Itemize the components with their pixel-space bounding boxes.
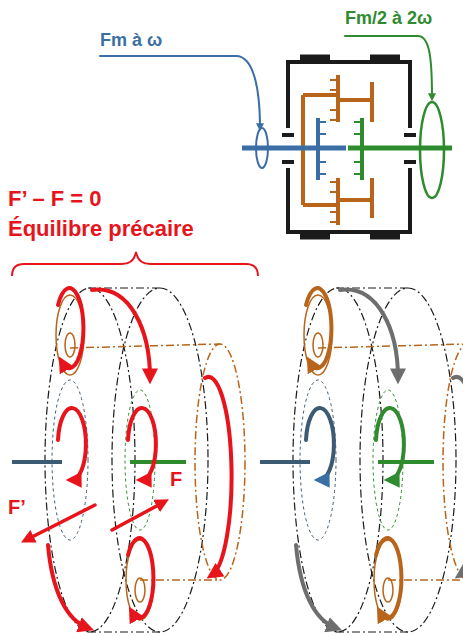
gear-tooth [354, 173, 362, 175]
planet-hub [313, 333, 323, 357]
equation-label: F’ – F = 0 [8, 186, 102, 211]
gear-tooth [318, 161, 326, 163]
rotation-arrow [306, 408, 334, 480]
gear-tooth [330, 89, 338, 91]
carrier-outline [195, 344, 245, 580]
rotation-arrow [306, 288, 331, 368]
planet-hub [135, 578, 145, 602]
torque-leader [345, 36, 432, 98]
input-shaft [12, 460, 62, 464]
gear-tooth [330, 191, 338, 193]
gear-tooth [330, 211, 338, 213]
rotation-arrow [58, 408, 86, 480]
force-arrow [26, 505, 95, 540]
bearing [282, 160, 294, 164]
force-label: F’ [8, 496, 26, 519]
planet-gear [370, 82, 374, 122]
planet-carrier [303, 203, 338, 207]
bearing [404, 133, 416, 137]
planet-hub [383, 578, 393, 602]
gear-tooth [330, 181, 338, 183]
rotation-loop [420, 102, 444, 198]
housing-wall [286, 60, 290, 128]
torque-label: Fm/2 à 2ω [345, 8, 432, 29]
force-figure [12, 288, 245, 632]
gear-tooth [354, 133, 362, 135]
planet-hub [65, 333, 75, 357]
gear-tooth [354, 161, 362, 163]
torque-label: Fm à ω [100, 30, 162, 51]
gear-tooth [330, 79, 338, 81]
input-shaft [242, 146, 346, 151]
output-gear [360, 118, 364, 180]
housing-wall [300, 55, 330, 62]
gear-schematic [100, 36, 452, 236]
housing-wall [408, 60, 412, 128]
input-shaft [260, 460, 310, 464]
rotation-arrow [92, 290, 150, 378]
cylinder-edge [88, 631, 162, 632]
gear-tooth [330, 119, 338, 121]
planet-gear [370, 178, 374, 218]
gear-tooth [354, 121, 362, 123]
rotation-loop [256, 128, 268, 168]
carrier-outline [443, 344, 463, 580]
gear-tooth [318, 173, 326, 175]
housing-wall [286, 168, 290, 234]
housing-wall [300, 233, 330, 240]
housing-wall [408, 168, 412, 234]
carrier-arm [388, 579, 463, 581]
carrier-arm [318, 344, 463, 348]
rotation-arrow [376, 408, 404, 480]
note-label: Équilibre précaire [8, 216, 194, 241]
rotation-arrow [48, 545, 88, 628]
rotation-arrow [58, 288, 83, 368]
force-label: F [170, 468, 182, 491]
gear-tooth [318, 121, 326, 123]
force-arrow [112, 502, 164, 530]
torque-leader [100, 56, 260, 128]
rotation-arrow [128, 408, 156, 480]
brace [12, 252, 258, 276]
rotation-arrow [128, 538, 153, 618]
rotation-arrow [340, 290, 398, 378]
housing-wall [370, 233, 400, 240]
planet-carrier [303, 93, 338, 97]
gear-tooth [318, 133, 326, 135]
gear-motion-figure [260, 288, 463, 632]
cylinder-edge [336, 631, 410, 632]
housing-wall [370, 55, 400, 62]
rotation-arrow [376, 538, 401, 618]
rotation-arrow [296, 545, 336, 628]
bearing [404, 160, 416, 164]
bearing [282, 133, 294, 137]
planet-gear [338, 98, 372, 102]
planet-gear [338, 198, 372, 202]
output-shaft [130, 460, 186, 464]
rotation-arrow [453, 377, 463, 575]
sun-gear [316, 118, 320, 180]
output-shaft [378, 460, 434, 464]
gear-tooth [330, 221, 338, 223]
rotation-arrow [205, 377, 232, 575]
gear-tooth [330, 109, 338, 111]
